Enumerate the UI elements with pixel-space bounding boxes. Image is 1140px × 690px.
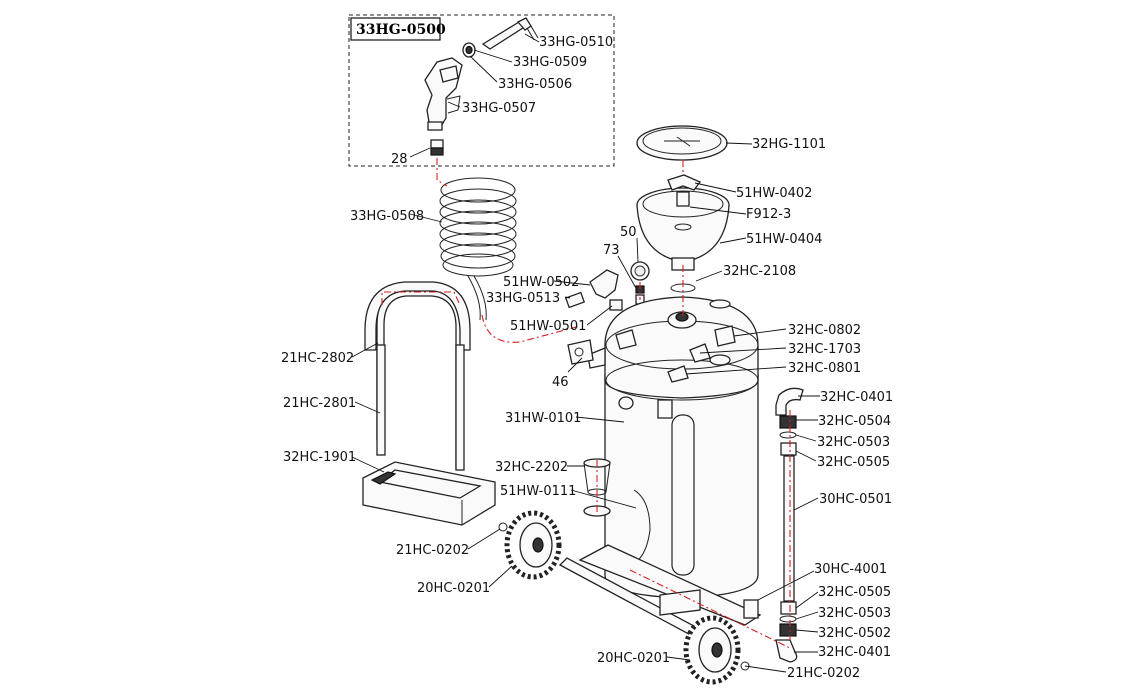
- label-20hc-0201-left: 20HC-0201: [417, 581, 490, 596]
- label-32hc-0505-top: 32HC-0505: [817, 455, 890, 470]
- label-21hc-0202-bottom: 21HC-0202: [787, 666, 860, 681]
- part-labels: 33HG-0510 33HG-0509 33HG-0506 33HG-0507 …: [281, 35, 893, 681]
- label-28: 28: [391, 152, 408, 167]
- kit-title: 33HG-0500: [356, 22, 446, 38]
- assembly-center-lines: [381, 158, 791, 649]
- label-33hg-0509: 33HG-0509: [513, 55, 587, 70]
- label-21hc-2802: 21HC-2802: [281, 351, 354, 366]
- label-32hc-0502: 32HC-0502: [818, 626, 891, 641]
- tank-lid: [636, 125, 728, 161]
- nut-part: [462, 42, 476, 58]
- label-32hc-2202: 32HC-2202: [495, 460, 568, 475]
- label-21hc-2801: 21HC-2801: [283, 396, 356, 411]
- label-73: 73: [603, 243, 620, 258]
- label-51hw-0501: 51HW-0501: [510, 319, 586, 334]
- label-31hw-0101: 31HW-0101: [505, 411, 581, 426]
- label-33hg-0506: 33HG-0506: [498, 77, 572, 92]
- hose-coil: [439, 177, 517, 321]
- clip-parts: [498, 522, 750, 671]
- label-33hg-0513: 33HG-0513: [486, 291, 560, 306]
- filling-funnel: [636, 174, 730, 293]
- main-tank: [567, 296, 759, 599]
- label-32hc-0503-top: 32HC-0503: [817, 435, 890, 450]
- label-46: 46: [552, 375, 569, 390]
- label-32hc-0401-top: 32HC-0401: [820, 390, 893, 405]
- label-30hc-4001: 30HC-4001: [814, 562, 887, 577]
- fitting-28: [430, 139, 444, 156]
- wheel-right: [683, 615, 741, 685]
- label-32hg-1101: 32HG-1101: [752, 137, 826, 152]
- elbow-fittings: [564, 269, 623, 311]
- label-33hg-0508: 33HG-0508: [350, 209, 424, 224]
- label-32hc-0802: 32HC-0802: [788, 323, 861, 338]
- label-30hc-0501: 30HC-0501: [819, 492, 892, 507]
- label-32hc-1703: 32HC-1703: [788, 342, 861, 357]
- trolley-base: [558, 544, 762, 641]
- label-32hc-0801: 32HC-0801: [788, 361, 861, 376]
- label-51hw-0111: 51HW-0111: [500, 484, 576, 499]
- wheel-left: [504, 510, 562, 580]
- spray-gun: [424, 57, 463, 131]
- label-50: 50: [620, 225, 637, 240]
- kit-box-33hg-0500: 33HG-0500: [348, 14, 615, 167]
- label-32hc-2108: 32HC-2108: [723, 264, 796, 279]
- label-33hg-0507: 33HG-0507: [462, 101, 536, 116]
- label-20hc-0201-bottom: 20HC-0201: [597, 651, 670, 666]
- nozzle-tube: [481, 17, 539, 50]
- handle-frame: [364, 281, 471, 471]
- label-51hw-0502: 51HW-0502: [503, 275, 579, 290]
- discharge-pipe-assembly: [775, 387, 804, 663]
- label-32hc-0504: 32HC-0504: [818, 414, 891, 429]
- label-32hc-0505-bottom: 32HC-0505: [818, 585, 891, 600]
- leader-lines: [351, 33, 820, 673]
- label-33hg-0510: 33HG-0510: [539, 35, 613, 50]
- label-32hc-1901: 32HC-1901: [283, 450, 356, 465]
- label-21hc-0202-left: 21HC-0202: [396, 543, 469, 558]
- label-51hw-0402: 51HW-0402: [736, 186, 812, 201]
- label-32hc-0503-bottom: 32HC-0503: [818, 606, 891, 621]
- label-32hc-0401-bottom: 32HC-0401: [818, 645, 891, 660]
- label-f912-3: F912-3: [746, 207, 791, 222]
- label-51hw-0404: 51HW-0404: [746, 232, 822, 247]
- base-tray: [362, 461, 496, 526]
